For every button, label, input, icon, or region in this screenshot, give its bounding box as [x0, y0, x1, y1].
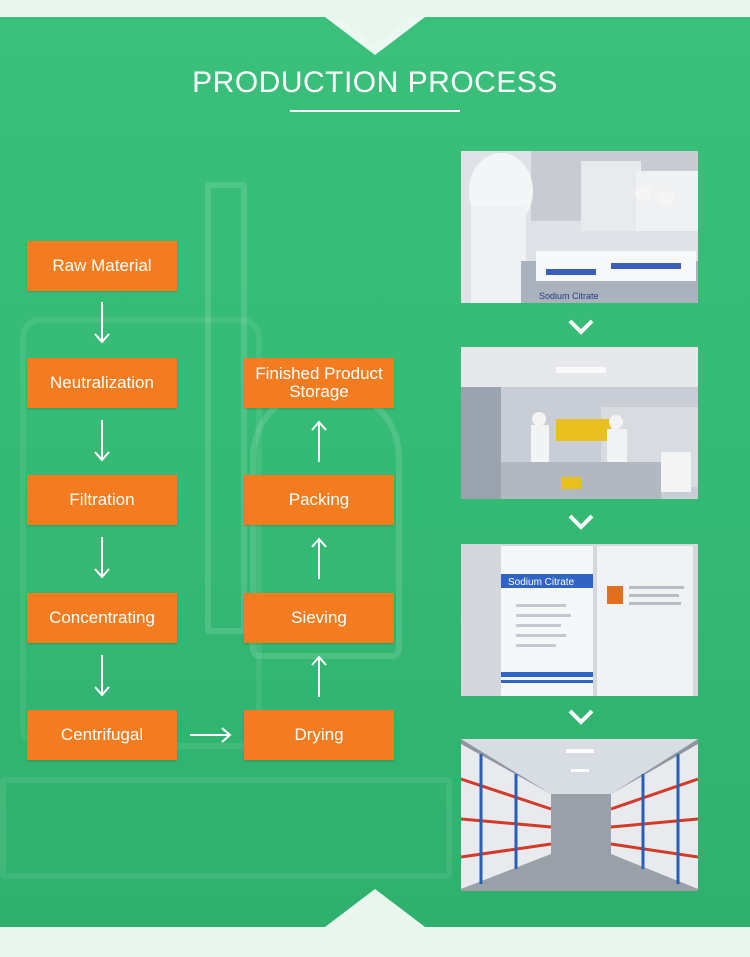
step-centrifugal: Centrifugal [27, 710, 177, 760]
photo-bag-label: Sodium Citrate [539, 291, 599, 301]
packaging-line-photo [461, 347, 698, 499]
arrow-down-icon [94, 420, 110, 462]
glassware-ghost [205, 182, 247, 634]
arrow-down-icon [94, 655, 110, 697]
bench-ghost [0, 777, 452, 879]
product-bags-photo: Sodium Citrate [461, 544, 698, 696]
title-underline [290, 110, 460, 112]
step-drying: Drying [244, 710, 394, 760]
warehouse-racks-photo [461, 739, 698, 891]
chevron-down-icon [568, 514, 594, 530]
arrow-up-icon [311, 655, 327, 697]
arrow-down-icon [94, 537, 110, 579]
arrow-up-icon [311, 537, 327, 579]
step-filtration: Filtration [27, 475, 177, 525]
step-finished-product-storage: Finished Product Storage [244, 358, 394, 408]
step-concentrating: Concentrating [27, 593, 177, 643]
bottom-notch [325, 889, 425, 927]
step-raw-material: Raw Material [27, 241, 177, 291]
step-neutralization: Neutralization [27, 358, 177, 408]
photo-bag-label: Sodium Citrate [508, 577, 575, 588]
page-title: PRODUCTION PROCESS [192, 66, 558, 99]
arrow-up-icon [311, 420, 327, 462]
chevron-down-icon [568, 319, 594, 335]
chevron-down-icon [568, 709, 594, 725]
step-sieving: Sieving [244, 593, 394, 643]
arrow-down-icon [94, 302, 110, 344]
step-packing: Packing [244, 475, 394, 525]
arrow-right-icon [190, 727, 232, 743]
cleanroom-workers-photo: Sodium Citrate [461, 151, 698, 303]
